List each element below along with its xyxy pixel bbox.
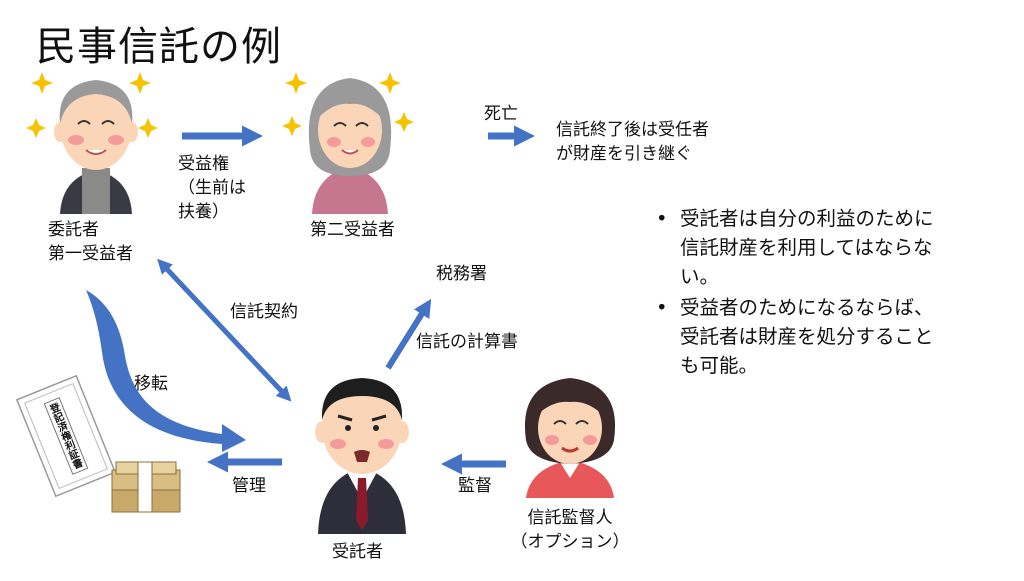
bullet: •: [656, 296, 668, 319]
settlor-label-line1: 委託者: [48, 220, 99, 240]
supervisor-label: 信託監督人 （オプション）: [508, 506, 632, 554]
sparkle-icon: [26, 72, 158, 138]
transfer-arrow: [86, 290, 246, 452]
note-line: 受託者は自分の利益のために: [680, 207, 934, 230]
trust-contract-arrow: [157, 258, 292, 402]
supervisor-figure: [524, 378, 616, 498]
management-label: 管理: [232, 476, 266, 496]
note-item: • 受益者のためになるならば、 受託者は財産を処分すること も可能。: [650, 293, 1002, 380]
beneficial-right-line1: 受益権: [178, 154, 229, 174]
note-line: 受託者は財産を処分すること: [680, 325, 934, 348]
tax-report-arrow: [385, 298, 432, 370]
settlor-label-line2: 第一受益者: [48, 244, 133, 264]
page-title: 民事信託の例: [36, 24, 282, 70]
settlor-figure: [26, 72, 158, 214]
after-end-line2: が財産を引き継ぐ: [556, 144, 692, 164]
note-item: • 受託者は自分の利益のために 信託財産を利用してはならな い。: [650, 204, 1002, 291]
transfer-label: 移転: [134, 374, 168, 394]
death-label: 死亡: [484, 104, 518, 124]
tax-office-label: 税務署: [436, 264, 487, 284]
sparkle-icon: [282, 72, 414, 136]
trustee-label: 受託者: [332, 542, 383, 562]
supervisor-label-line2: （オプション）: [510, 532, 630, 552]
after-end-line1: 信託終了後は受任者: [556, 120, 709, 140]
settlor-label: 委託者 第一受益者: [48, 218, 133, 266]
note-line: 受益者のためになるならば、: [680, 296, 934, 319]
note-line: 信託財産を利用してはならな: [680, 236, 933, 259]
beneficial-right-line3: 扶養）: [178, 202, 229, 222]
trust-contract-label: 信託契約: [230, 302, 298, 322]
cash-bundle-icon: [111, 461, 181, 513]
second-beneficiary-label: 第二受益者: [310, 220, 395, 240]
beneficial-right-label: 受益権 （生前は 扶養）: [178, 152, 246, 224]
second-beneficiary-figure: [282, 72, 414, 214]
bullet: •: [656, 207, 668, 230]
supervision-label: 監督: [458, 476, 492, 496]
trustee-figure: [315, 378, 409, 534]
notes-list: • 受託者は自分の利益のために 信託財産を利用してはならな い。 • 受益者のた…: [650, 204, 1002, 382]
note-line: い。: [680, 265, 720, 288]
supervisor-label-line1: 信託監督人: [527, 508, 613, 528]
note-line: も可能。: [680, 354, 759, 377]
tax-report-label: 信託の計算書: [416, 332, 518, 352]
certificate-document: [15, 374, 117, 498]
after-end-label: 信託終了後は受任者 が財産を引き継ぐ: [556, 118, 709, 166]
beneficial-right-line2: （生前は: [178, 178, 246, 198]
